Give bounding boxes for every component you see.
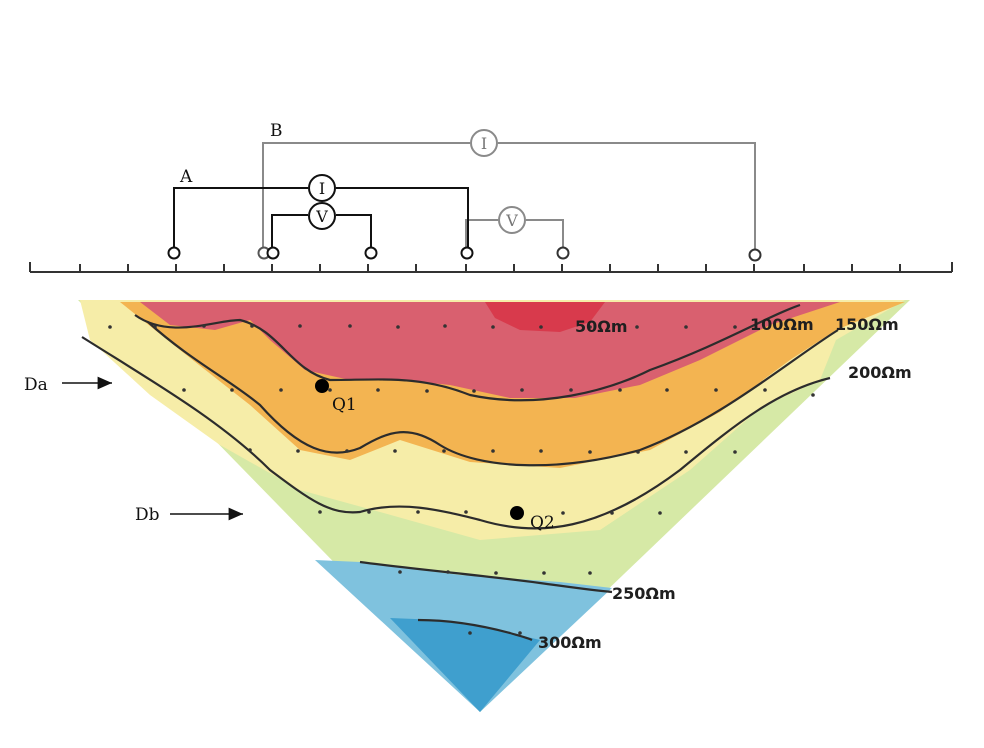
array-b-wiring — [262, 142, 756, 250]
q2-label: Q2 — [530, 513, 555, 533]
contour-line-250 — [359, 560, 613, 594]
current-meter-b-icon — [470, 129, 498, 157]
electrode-a2 — [460, 246, 474, 260]
db-label: Db — [135, 505, 160, 525]
contour-line-200 — [81, 336, 831, 530]
da-label: Da — [24, 375, 48, 395]
electrode-array-a-label: A — [179, 167, 193, 187]
measurement-points — [108, 324, 815, 635]
contour-label-250: 250Ωm — [612, 584, 676, 603]
contour-line-300 — [417, 618, 533, 641]
electrode-a1 — [167, 246, 181, 260]
q2-marker — [510, 506, 524, 520]
current-meter-a-symbol: I — [319, 179, 325, 198]
voltmeter-b-icon — [498, 206, 526, 234]
zone-below-50-deep-red — [485, 302, 605, 332]
zone-50-100-red — [140, 302, 840, 398]
electrode-b-n — [556, 246, 570, 260]
electrode-a-n — [364, 246, 378, 260]
electrode-b2 — [748, 248, 762, 262]
contour-line-upper — [134, 303, 801, 402]
voltmeter-a-icon — [308, 202, 336, 230]
contour-label-50: 50Ωm — [575, 317, 628, 336]
contour-label-200: 200Ωm — [848, 363, 912, 382]
pseudosection: 50Ωm 100Ωm 150Ωm 200Ωm 250Ωm 300Ωm — [78, 300, 912, 712]
contour-line-middle — [147, 321, 839, 467]
electrode-a-m — [266, 246, 280, 260]
contour-label-100: 100Ωm — [750, 315, 814, 334]
voltmeter-a-symbol: V — [315, 207, 328, 226]
contour-label-300: 300Ωm — [538, 633, 602, 652]
zone-above-300-deep-blue — [390, 618, 540, 712]
electrode-array-b-label: B — [270, 121, 283, 141]
voltmeter-b-symbol: V — [505, 211, 518, 230]
current-meter-a-icon — [308, 174, 336, 202]
q1-label: Q1 — [332, 395, 357, 415]
array-a-wiring — [173, 187, 469, 250]
ground-surface-line — [29, 262, 953, 273]
electrodes — [167, 246, 762, 262]
q1-marker — [315, 379, 329, 393]
current-meter-b-symbol: I — [481, 134, 487, 153]
contour-label-150: 150Ωm — [835, 315, 899, 334]
